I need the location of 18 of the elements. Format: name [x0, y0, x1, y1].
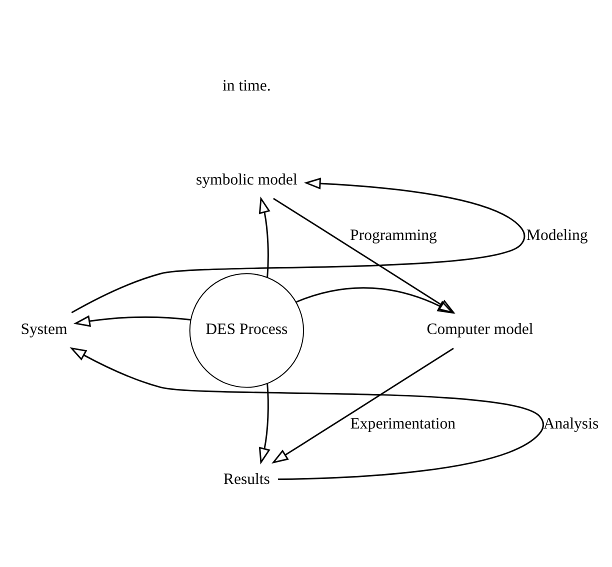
node-text: System — [20, 321, 68, 338]
arrow — [272, 348, 454, 464]
edge-label: Programming — [350, 226, 437, 244]
node-text: Computer model — [426, 321, 534, 338]
edge-label: Analysis — [543, 416, 599, 433]
node-text: Results — [223, 471, 270, 488]
edge-label: Modeling — [526, 226, 588, 244]
edge-label: Experimentation — [350, 416, 456, 433]
node-circle: DES Process — [189, 273, 304, 388]
node-text: symbolic model — [196, 171, 298, 188]
arrow — [258, 384, 270, 464]
arrow — [71, 178, 526, 314]
arrow — [73, 315, 191, 327]
arrow — [296, 287, 454, 314]
arrow — [70, 347, 544, 480]
label: in time. — [222, 78, 271, 95]
arrow — [258, 196, 270, 278]
arrow — [273, 198, 456, 314]
